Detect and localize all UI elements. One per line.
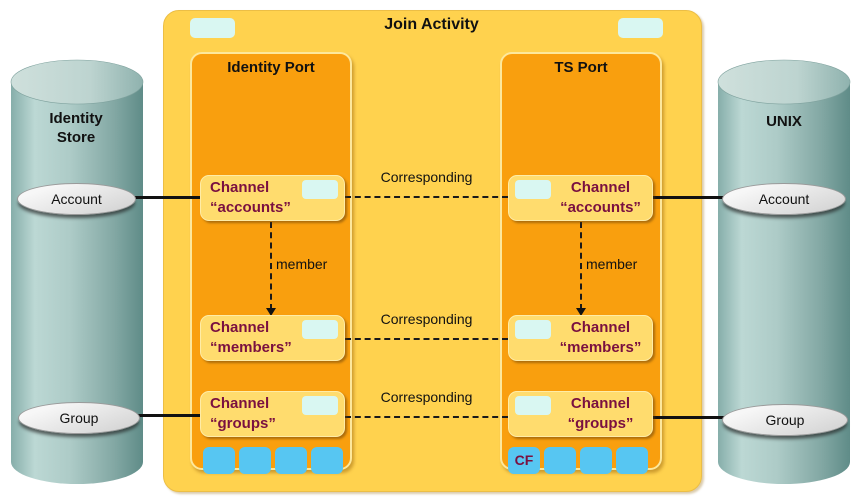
unix-store-cylinder [717,59,851,484]
channel-name: “accounts” [210,199,291,216]
connector-line-group-left [125,414,202,417]
channel-name: “groups” [567,415,634,432]
channel-box-members-identity: Channel “members” [200,315,345,361]
channel-tab-icon [302,320,338,339]
connector-square-icon [311,447,343,474]
member-label: member [586,256,638,272]
identity-port-title: Identity Port [227,59,315,76]
member-dashed-arrow-line [580,222,582,310]
connector-line-group-right [651,416,730,419]
channel-box-accounts-identity: Channel “accounts” [200,175,345,221]
corresponding-dashed-line [345,416,508,418]
channel-label: Channel [210,395,270,412]
channel-name: “members” [559,339,642,356]
member-label: member [276,256,328,272]
arrowhead-down-icon [576,308,586,316]
corresponding-label: Corresponding [380,389,473,405]
entity-ellipse-account-left: Account [17,183,136,215]
channel-tab-icon [515,320,551,339]
channel-name: “members” [210,339,292,356]
connector-square-icon [239,447,271,474]
entity-ellipse-group-right: Group [722,404,848,436]
connector-square-icon [275,447,307,474]
activity-tab-icon [190,18,235,38]
identity-store-cylinder [10,59,144,484]
connector-square-icon [544,447,576,474]
ts-port-title: TS Port [554,59,608,76]
corresponding-dashed-line [345,338,508,340]
channel-label: Channel [570,319,631,336]
channel-name: “groups” [210,415,276,432]
connector-square-icon [203,447,235,474]
channel-name: “accounts” [560,199,641,216]
cf-connector-square: CF [508,447,540,474]
channel-box-groups-identity: Channel “groups” [200,391,345,437]
channel-tab-icon [515,396,551,415]
arrowhead-down-icon [266,308,276,316]
channel-label: Channel [570,179,631,196]
channel-box-accounts-ts: Channel “accounts” [508,175,653,221]
channel-label: Channel [210,179,270,196]
join-activity-title: Join Activity [384,16,479,33]
channel-label: Channel [210,319,270,336]
connector-square-icon [616,447,648,474]
unix-store-label: UNIX [766,113,802,130]
channel-tab-icon [302,180,338,199]
corresponding-label: Corresponding [380,169,473,185]
corresponding-dashed-line [345,196,508,198]
activity-tab-icon [618,18,663,38]
corresponding-label: Corresponding [380,311,473,327]
connector-line-account-right [651,196,730,199]
channel-box-members-ts: Channel “members” [508,315,653,361]
member-dashed-arrow-line [270,222,272,310]
entity-ellipse-group-left: Group [18,402,140,434]
identity-store-label: Identity Store [49,110,103,146]
entity-ellipse-account-right: Account [722,183,846,215]
connector-line-account-left [120,196,202,199]
channel-box-groups-ts: Channel “groups” [508,391,653,437]
connector-square-icon [580,447,612,474]
channel-label: Channel [570,395,631,412]
channel-tab-icon [515,180,551,199]
channel-tab-icon [302,396,338,415]
